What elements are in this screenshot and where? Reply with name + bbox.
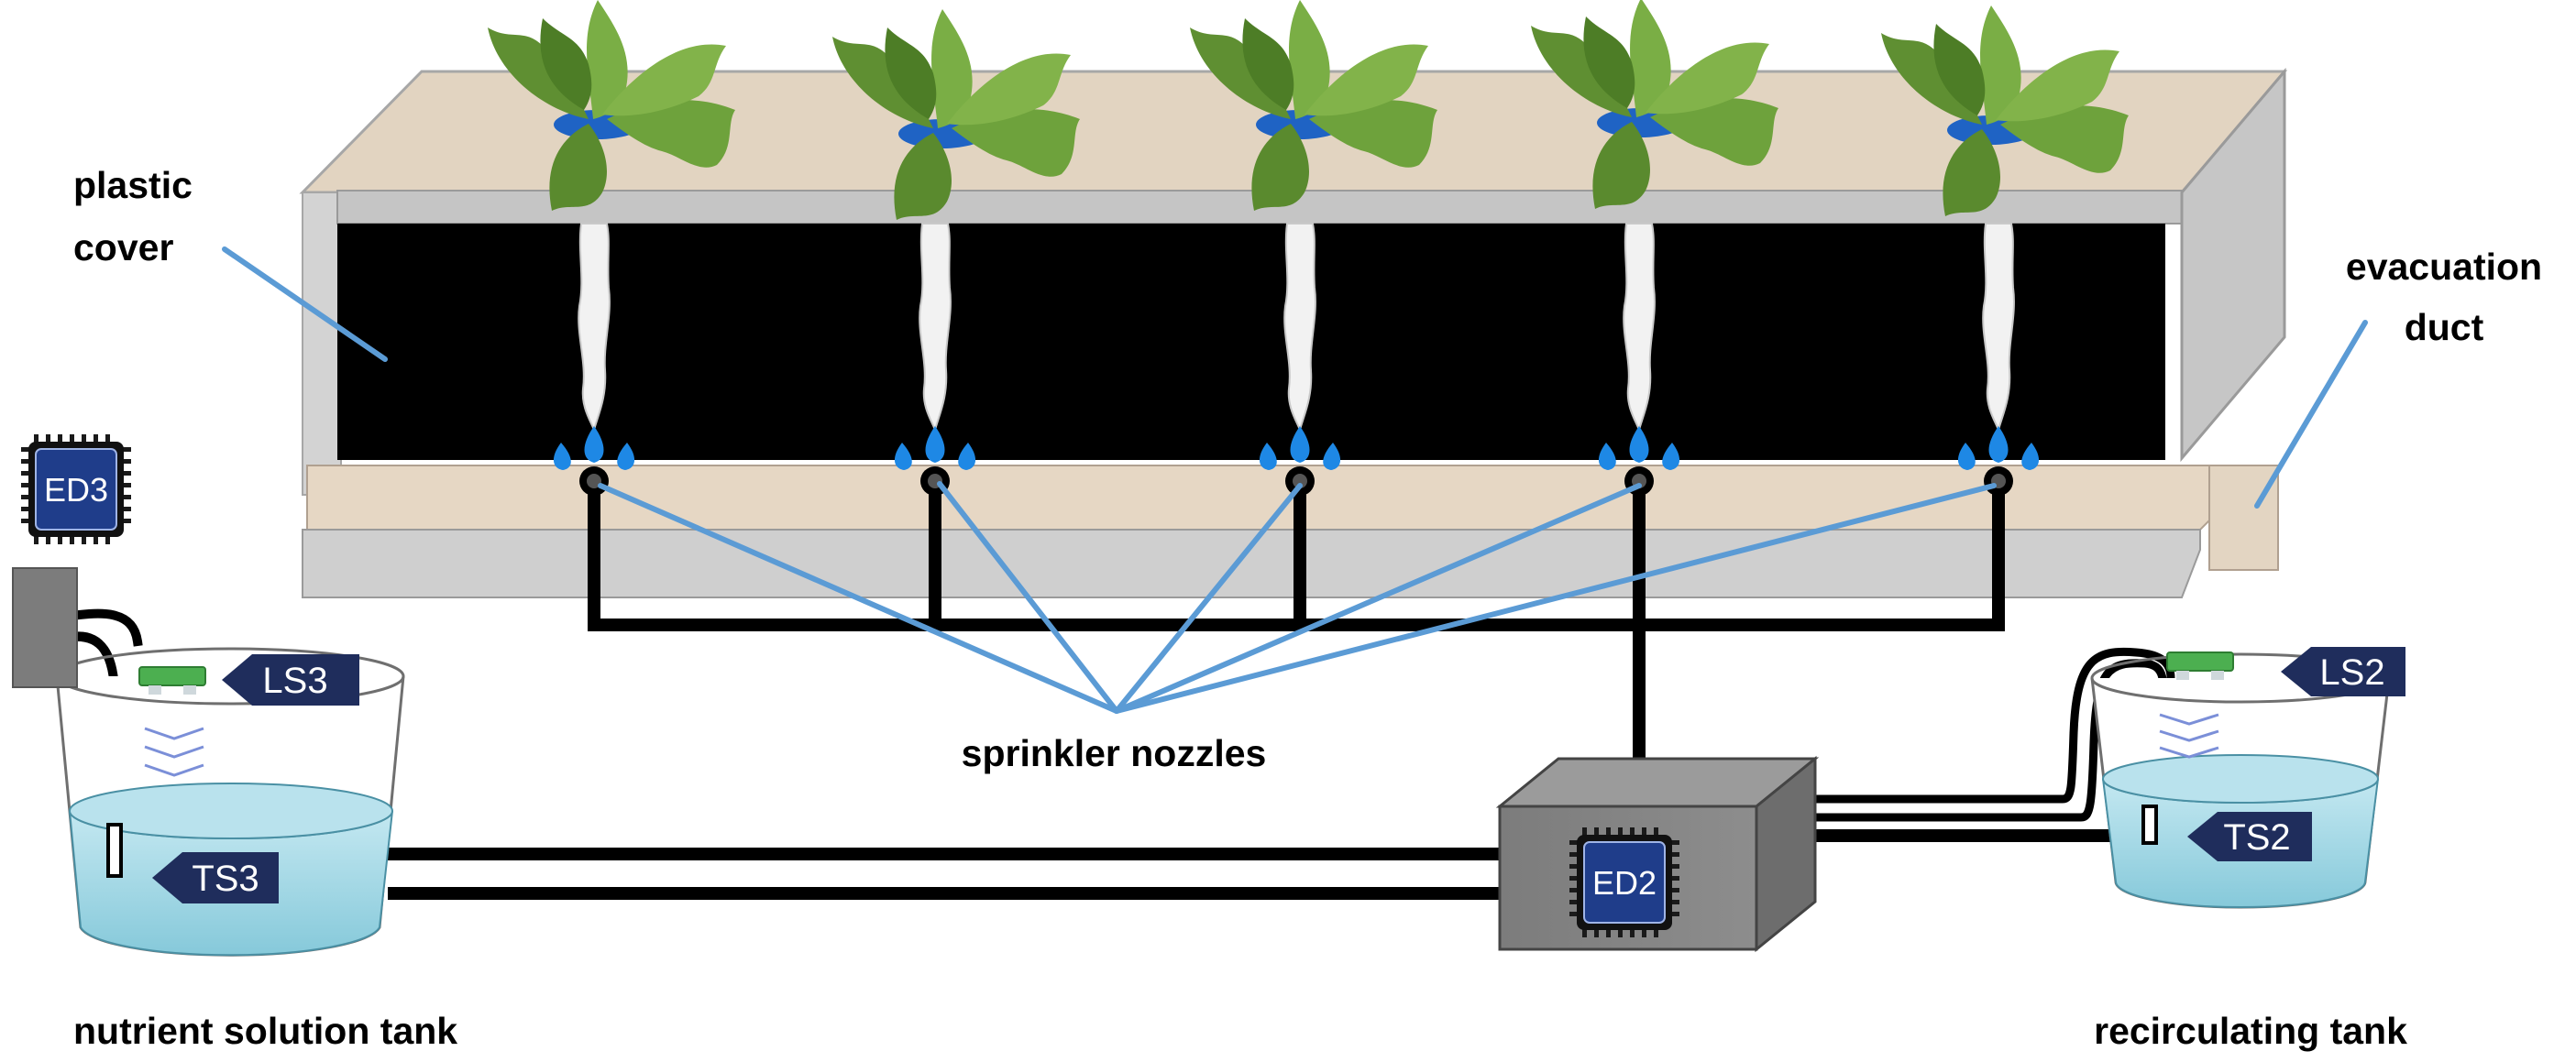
channel-right-end: [2180, 67, 2286, 463]
channel-left-wall: [302, 192, 342, 496]
ls2-label: LS2: [2319, 652, 2384, 693]
evacuation-duct: [2208, 465, 2279, 571]
sensor-tag-ts2: TS2: [2187, 812, 2312, 861]
plastic-cover-label-line2: cover: [73, 226, 173, 268]
nutrient-solution-tank: [55, 647, 405, 957]
sensor-tag-ls3: LS3: [222, 654, 359, 706]
channel-interior: [337, 224, 2165, 460]
callout-lines: [222, 246, 2368, 714]
ts2-label: TS2: [2223, 817, 2290, 858]
evacuation-duct-label-line2: duct: [2405, 306, 2484, 348]
ed3-label: ED3: [44, 471, 108, 509]
ed2-label: ED2: [1592, 864, 1657, 902]
channel-base: [302, 529, 2201, 598]
sprinkler-nozzles-label: sprinkler nozzles: [962, 732, 1267, 774]
green-sensor-board-icon: [2166, 651, 2234, 681]
plastic-cover-label-line1: plastic: [73, 164, 193, 206]
nutrient-tank-label: nutrient solution tank: [73, 1010, 457, 1052]
recirculating-tank-label: recirculating tank: [2094, 1010, 2407, 1052]
sensor-tag-ts3: TS3: [152, 852, 279, 903]
ls3-label: LS3: [262, 661, 327, 701]
ed3-enclosure: [12, 567, 78, 688]
evacuation-duct-label-line1: evacuation: [2346, 246, 2542, 288]
sensor-tag-ls2: LS2: [2281, 647, 2405, 696]
hydroponic-channel: [299, 67, 2288, 598]
ts3-label: TS3: [192, 859, 259, 899]
pipes: [66, 475, 2155, 900]
